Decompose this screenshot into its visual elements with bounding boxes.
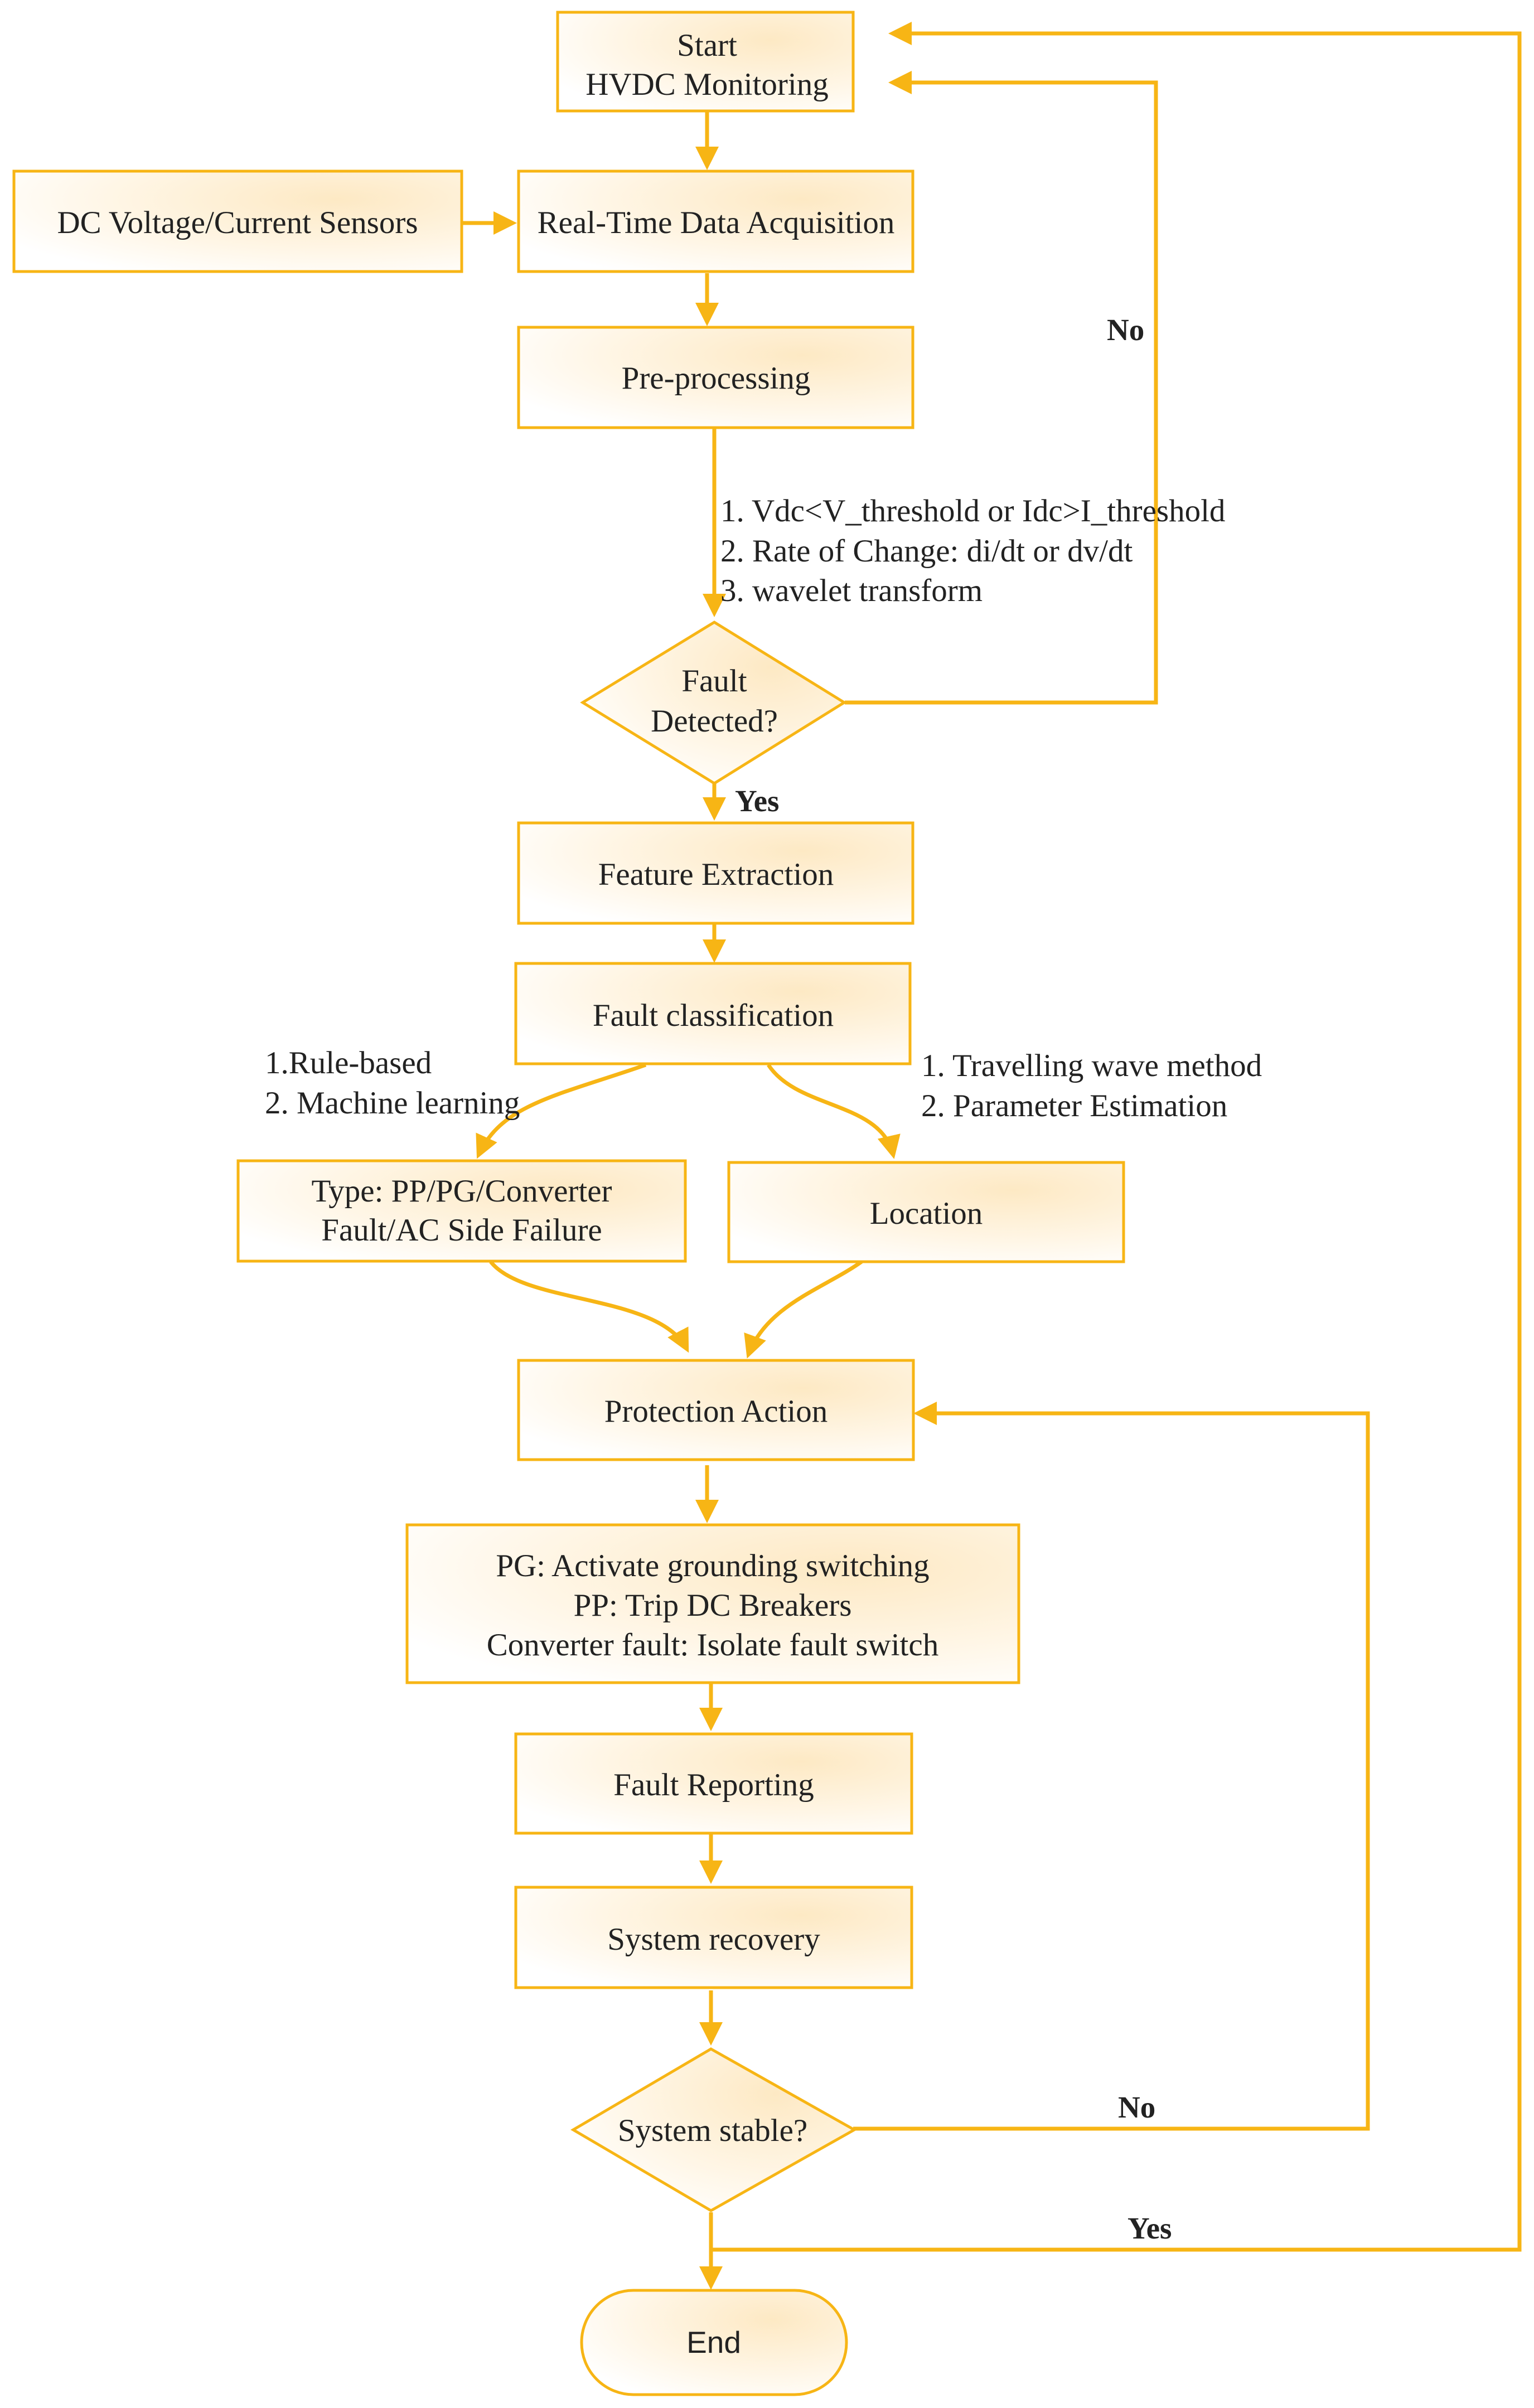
location-method: 1. Travelling wave method — [921, 1048, 1262, 1083]
actions-label: PG: Activate grounding switching — [496, 1548, 929, 1583]
location-label: Location — [870, 1196, 983, 1231]
type-node: Type: PP/PG/Converter Fault/AC Side Fail… — [236, 1159, 687, 1263]
system-stable-decision: System stable? — [570, 2047, 858, 2212]
protection-action-label: Protection Action — [604, 1394, 828, 1429]
fault-detected-label: Fault — [681, 663, 747, 699]
arrow-classification-to-type — [476, 1063, 647, 1159]
stable-yes-label: Yes — [1127, 2211, 1172, 2245]
detection-method: 2. Rate of Change: di/dt or dv/dt — [720, 534, 1133, 569]
end-label: End — [686, 2325, 741, 2359]
connectors — [462, 22, 1522, 2290]
fault-classification-node: Fault classification — [514, 962, 912, 1065]
arrow-stable-yes-loop — [711, 22, 1522, 2252]
fault-reporting-node: Fault Reporting — [514, 1732, 913, 1835]
acquisition-node: Real-Time Data Acquisition — [517, 169, 914, 273]
fault-detected-decision: Fault Detected? — [580, 621, 847, 785]
arrow-stable-no-loop — [853, 1402, 1370, 2131]
system-stable-label: System stable? — [618, 2113, 807, 2148]
fault-detected-label: Detected? — [651, 704, 778, 739]
location-node: Location — [727, 1161, 1125, 1263]
arrow-type-to-protection — [489, 1260, 689, 1353]
end-node: End — [580, 2289, 848, 2396]
fault-reporting-label: Fault Reporting — [613, 1767, 814, 1803]
stable-no-label: No — [1118, 2090, 1155, 2124]
fault-yes-label: Yes — [735, 784, 779, 818]
sensors-label: DC Voltage/Current Sensors — [57, 205, 418, 240]
actions-label: PP: Trip DC Breakers — [574, 1588, 852, 1623]
classification-methods-note: 1.Rule-based 2. Machine learning — [265, 1045, 520, 1121]
actions-node: PG: Activate grounding switching PP: Tri… — [405, 1523, 1020, 1684]
actions-label: Converter fault: Isolate fault switch — [487, 1627, 938, 1663]
preprocessing-label: Pre-processing — [622, 361, 811, 396]
detection-method: 3. wavelet transform — [720, 573, 983, 608]
preprocessing-node: Pre-processing — [517, 326, 914, 429]
location-methods-note: 1. Travelling wave method 2. Parameter E… — [921, 1048, 1262, 1123]
arrow-fault-no-loop — [845, 71, 1158, 705]
start-node: Start HVDC Monitoring — [556, 11, 855, 113]
fault-classification-label: Fault classification — [593, 998, 834, 1033]
detection-method: 1. Vdc<V_threshold or Idc>I_threshold — [720, 493, 1225, 529]
arrow-location-to-protection — [744, 1260, 863, 1359]
location-method: 2. Parameter Estimation — [921, 1088, 1227, 1123]
fault-no-label: No — [1107, 313, 1144, 347]
start-label: HVDC Monitoring — [585, 67, 828, 102]
start-label: Start — [677, 28, 737, 63]
feature-extraction-label: Feature Extraction — [598, 857, 834, 892]
classification-method: 1.Rule-based — [265, 1045, 432, 1081]
acquisition-label: Real-Time Data Acquisition — [538, 205, 895, 240]
system-recovery-node: System recovery — [514, 1886, 913, 1989]
feature-extraction-node: Feature Extraction — [517, 821, 914, 925]
protection-action-node: Protection Action — [517, 1359, 915, 1461]
classification-method: 2. Machine learning — [265, 1086, 520, 1121]
type-label: Fault/AC Side Failure — [321, 1213, 602, 1248]
sensors-node: DC Voltage/Current Sensors — [12, 169, 463, 273]
arrow-classification-to-location — [767, 1064, 901, 1159]
type-label: Type: PP/PG/Converter — [311, 1174, 612, 1209]
detection-methods-note: 1. Vdc<V_threshold or Idc>I_threshold 2.… — [720, 493, 1225, 608]
system-recovery-label: System recovery — [607, 1922, 820, 1957]
